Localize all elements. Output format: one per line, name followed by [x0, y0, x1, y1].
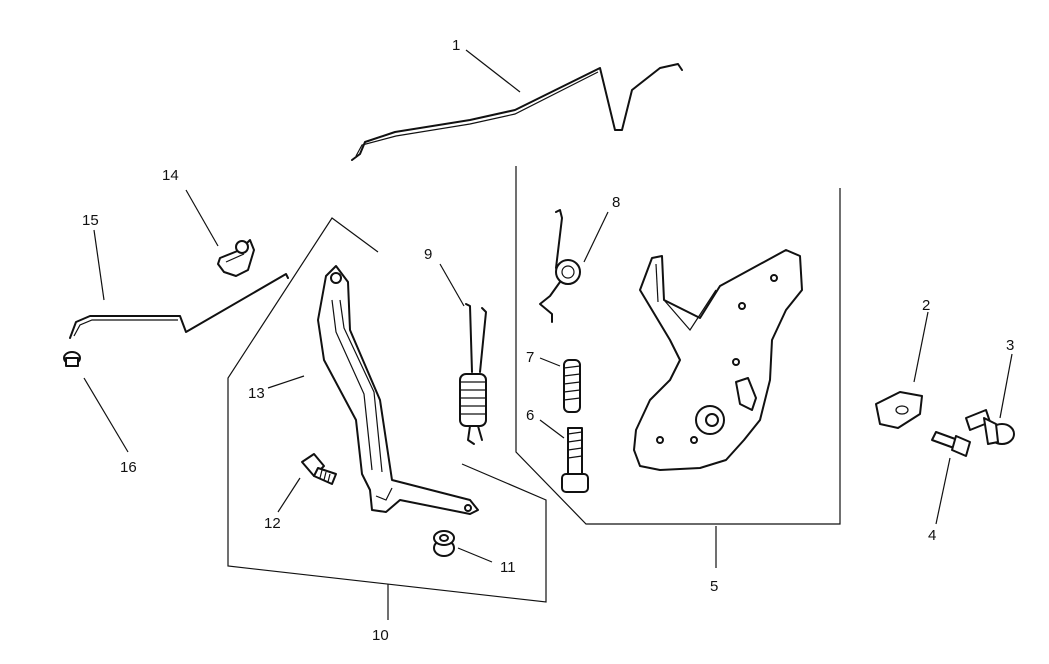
- callout-10: 10: [372, 627, 389, 644]
- callout-12: 12: [264, 515, 281, 532]
- part-13-governor-lever: [317, 265, 479, 515]
- callout-7: 7: [526, 349, 534, 366]
- callout-4: 4: [928, 527, 936, 544]
- group-5-outline: [515, 166, 841, 525]
- part-15-choke-rod: [69, 273, 289, 339]
- callout-8: 8: [612, 194, 620, 211]
- part-1-governor-rod: [351, 63, 683, 161]
- part-9-governor-spring: [459, 303, 487, 445]
- part-7-spring: [563, 359, 581, 413]
- leader-lines: [83, 49, 1013, 620]
- callout-5: 5: [710, 578, 718, 595]
- callout-9: 9: [424, 246, 432, 263]
- part-6-screw: [561, 427, 589, 493]
- group-10-outline: [227, 217, 547, 603]
- callout-15: 15: [82, 212, 99, 229]
- callout-14: 14: [162, 167, 179, 184]
- callout-6: 6: [526, 407, 534, 424]
- callout-13: 13: [248, 385, 265, 402]
- part-8-torsion-spring: [539, 209, 581, 323]
- control-bracket: [633, 249, 803, 471]
- part-12-bolt: [301, 453, 337, 485]
- part-16-plug: [63, 351, 81, 367]
- part-14-clamp: [217, 239, 255, 277]
- part-2-clip-nut: [875, 391, 923, 429]
- callout-1: 1: [452, 37, 460, 54]
- part-11-nut: [433, 530, 455, 557]
- part-4-screw: [931, 431, 971, 457]
- callout-11: 11: [500, 559, 516, 576]
- callout-16: 16: [120, 459, 137, 476]
- callout-2: 2: [922, 297, 930, 314]
- part-3-bolt: [965, 409, 1015, 445]
- callout-3: 3: [1006, 337, 1014, 354]
